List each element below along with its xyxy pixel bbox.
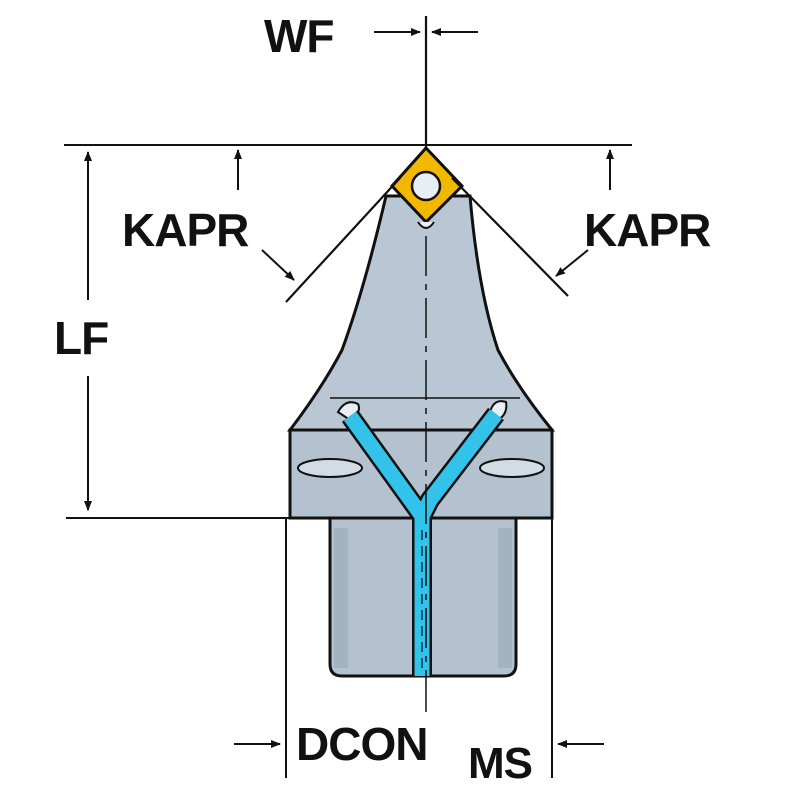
wf-label: WF xyxy=(264,10,334,62)
dcon-label: DCON xyxy=(296,718,427,770)
dcon-subscript: MS xyxy=(468,739,532,788)
tool-neck xyxy=(286,194,556,432)
cutting-insert xyxy=(389,145,465,229)
kapr-left-label: KAPR xyxy=(122,204,249,256)
kapr-right-label: KAPR xyxy=(584,204,711,256)
lf-dimension: LF xyxy=(54,151,330,519)
kapr-right-dimension: KAPR xyxy=(451,149,712,297)
tool-head xyxy=(286,194,556,520)
wf-dimension: WF xyxy=(264,10,478,148)
kapr-left-dimension: KAPR xyxy=(122,149,401,303)
coolant-channel xyxy=(341,407,504,676)
lf-label: LF xyxy=(54,312,108,364)
clamp-screw-right xyxy=(479,458,545,478)
clamp-screw-left xyxy=(297,458,363,478)
dcon-dimension: DCON MS xyxy=(234,518,604,788)
